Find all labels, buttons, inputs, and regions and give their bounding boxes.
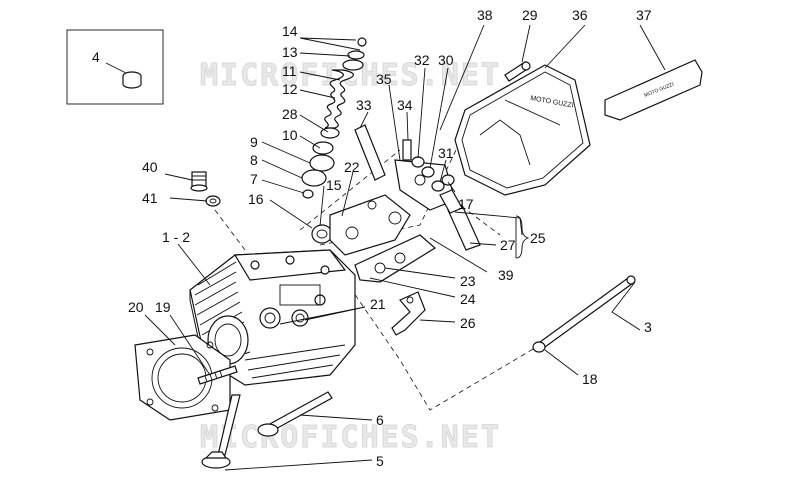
label-31: 31 (438, 145, 454, 161)
label-23: 23 (460, 273, 476, 289)
label-34: 34 (397, 97, 413, 113)
label-13: 13 (282, 44, 298, 60)
part-labels: 14 13 11 12 28 10 9 8 7 16 15 22 33 35 3… (128, 7, 652, 469)
label-16: 16 (248, 191, 264, 207)
label-39: 39 (498, 267, 514, 283)
rocker-arm-lower (354, 234, 437, 283)
label-20: 20 (128, 299, 144, 315)
label-26: 26 (460, 315, 476, 331)
washers-30-32 (411, 156, 455, 192)
label-17: 17 (458, 196, 474, 212)
plug-cap (190, 171, 208, 192)
label-3: 3 (644, 319, 652, 335)
label-24: 24 (460, 291, 476, 307)
bolt-29 (504, 61, 531, 82)
label-4: 4 (92, 49, 100, 65)
valve-cover: MOTO GUZZI (454, 64, 591, 196)
label-40: 40 (142, 159, 158, 175)
exhaust-valve (201, 394, 241, 469)
leader-lines (144, 24, 666, 471)
valve-spring-stack (301, 37, 367, 244)
label-22: 22 (344, 159, 360, 175)
label-12: 12 (282, 81, 298, 97)
label-15: 15 (326, 177, 342, 193)
rocker-support-22 (329, 194, 411, 256)
washer-18 (532, 341, 546, 353)
label-5: 5 (376, 453, 384, 469)
cylinder-head (189, 249, 356, 386)
label-41: 41 (142, 190, 158, 206)
label-18: 18 (582, 371, 598, 387)
intake-valve (257, 391, 333, 437)
cover-plate: MOTO GUZZI (604, 59, 703, 121)
label-14: 14 (282, 23, 298, 39)
label-30: 30 (438, 52, 454, 68)
label-35: 35 (376, 71, 392, 87)
rocker-shaft-27 (439, 189, 481, 251)
inset-box-part-4: 4 (66, 29, 164, 105)
label-27: 27 (500, 237, 516, 253)
label-9: 9 (250, 134, 258, 150)
label-1-2: 1 - 2 (162, 229, 190, 245)
label-21: 21 (370, 296, 386, 312)
label-28: 28 (282, 106, 298, 122)
label-19: 19 (155, 299, 171, 315)
label-10: 10 (282, 127, 298, 143)
label-32: 32 (414, 52, 430, 68)
label-33: 33 (356, 97, 372, 113)
bracket-26 (391, 291, 426, 336)
stud (197, 365, 238, 385)
rocker-arm-upper (394, 159, 456, 211)
label-6: 6 (376, 412, 384, 428)
label-7: 7 (250, 171, 258, 187)
brace-25 (515, 215, 530, 259)
label-29: 29 (522, 7, 538, 23)
label-37: 37 (636, 7, 652, 23)
label-38: 38 (477, 7, 493, 23)
washer-41 (205, 195, 221, 207)
pin-34 (402, 139, 412, 161)
rocker-shaft-33 (354, 124, 386, 181)
label-25: 25 (530, 230, 546, 246)
watermark-bottom: MICROFICHES.NET (200, 420, 501, 455)
long-stud (539, 275, 636, 348)
label-8: 8 (250, 152, 258, 168)
label-11: 11 (282, 63, 297, 79)
label-36: 36 (572, 7, 588, 23)
